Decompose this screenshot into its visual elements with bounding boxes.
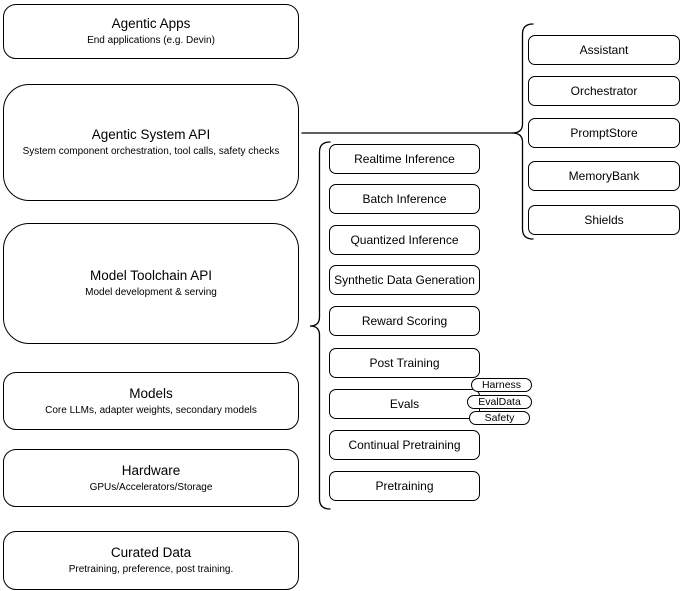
node-title: Model Toolchain API <box>89 268 213 283</box>
node-label: Evals <box>389 397 420 411</box>
node-label: Quantized Inference <box>350 233 459 247</box>
tag-label: Safety <box>484 412 515 424</box>
node-title: Models <box>129 385 173 401</box>
node-shields: Shields <box>528 205 680 235</box>
node-label: MemoryBank <box>568 169 640 183</box>
node-label: Continual Pretraining <box>348 438 461 452</box>
node-agentic-system-api: Agentic System API System component orch… <box>3 84 299 201</box>
node-model-toolchain-api: Model Toolchain API Model development & … <box>3 223 299 344</box>
node-assistant: Assistant <box>528 35 680 65</box>
node-synthetic-data-generation: Synthetic Data Generation <box>329 265 480 295</box>
node-batch-inference: Batch Inference <box>329 184 480 214</box>
node-orchestrator: Orchestrator <box>528 76 680 106</box>
node-curated-data: Curated Data Pretraining, preference, po… <box>3 531 299 590</box>
node-subtitle: Pretraining, preference, post training. <box>68 564 234 575</box>
node-label: Synthetic Data Generation <box>334 273 475 287</box>
node-label: Batch Inference <box>362 192 447 206</box>
node-title: Agentic System API <box>91 127 211 142</box>
node-post-training: Post Training <box>329 348 480 378</box>
node-label: Orchestrator <box>570 84 638 98</box>
node-label: Realtime Inference <box>354 152 455 166</box>
node-subtitle: Core LLMs, adapter weights, secondary mo… <box>45 404 257 416</box>
node-hardware: Hardware GPUs/Accelerators/Storage <box>3 449 299 507</box>
node-title: Curated Data <box>110 545 192 560</box>
node-subtitle: End applications (e.g. Devin) <box>87 35 215 46</box>
node-promptstore: PromptStore <box>528 118 680 148</box>
brace-toolchain-group <box>309 141 331 510</box>
tag-harness: Harness <box>471 378 532 392</box>
node-quantized-inference: Quantized Inference <box>329 225 480 255</box>
node-memorybank: MemoryBank <box>528 161 680 191</box>
node-subtitle: System component orchestration, tool cal… <box>22 146 280 157</box>
node-label: Pretraining <box>375 479 434 493</box>
node-title: Hardware <box>121 462 181 478</box>
node-pretraining: Pretraining <box>329 471 480 501</box>
node-label: Shields <box>584 213 624 227</box>
node-title: Agentic Apps <box>111 16 191 31</box>
tag-evaldata: EvalData <box>467 395 532 409</box>
node-continual-pretraining: Continual Pretraining <box>329 430 480 460</box>
tag-safety: Safety <box>469 411 530 425</box>
node-label: Assistant <box>579 43 629 57</box>
node-evals: Evals <box>329 389 480 419</box>
node-subtitle: Model development & serving <box>85 287 217 298</box>
node-agentic-apps: Agentic Apps End applications (e.g. Devi… <box>3 4 299 59</box>
tag-label: Harness <box>481 379 522 391</box>
tag-label: EvalData <box>478 396 521 408</box>
node-label: Post Training <box>369 356 440 370</box>
node-label: Reward Scoring <box>361 314 448 328</box>
node-label: PromptStore <box>570 126 638 140</box>
node-realtime-inference: Realtime Inference <box>329 144 480 174</box>
node-subtitle: GPUs/Accelerators/Storage <box>89 481 213 493</box>
node-reward-scoring: Reward Scoring <box>329 306 480 336</box>
node-models: Models Core LLMs, adapter weights, secon… <box>3 372 299 430</box>
